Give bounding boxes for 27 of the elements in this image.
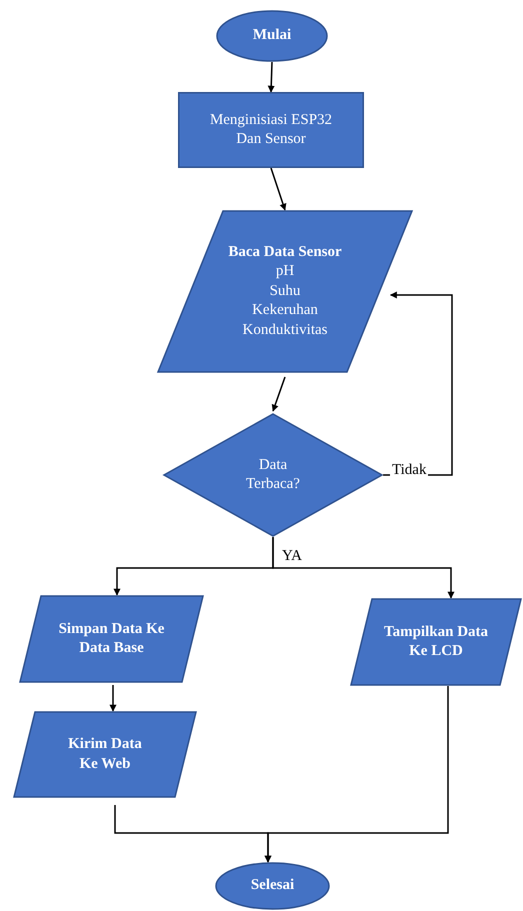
- input-output-parallelogram: [157, 210, 413, 373]
- terminal-ellipse: [216, 10, 328, 62]
- edge-label: Tidak: [390, 462, 428, 478]
- arrow: [270, 168, 286, 211]
- node-label: Kekeruhan: [252, 301, 318, 320]
- arrow: [272, 537, 454, 599]
- node-label: Konduktivitas: [242, 320, 328, 340]
- input-output-parallelogram: [13, 711, 197, 798]
- input-output-parallelogram: [19, 595, 204, 683]
- node-label: Kirim Data Ke Web: [67, 735, 143, 774]
- node-label: Data Terbaca?: [245, 456, 301, 494]
- arrow: [110, 685, 116, 712]
- process-box: [178, 92, 364, 168]
- arrow: [264, 686, 449, 863]
- node-label: Baca Data Sensor: [228, 242, 342, 262]
- node-label: Tampilkan Data Ke LCD: [382, 622, 490, 661]
- node-label: Mulai: [252, 26, 292, 46]
- arrow: [268, 62, 275, 93]
- node-label: pH: [276, 262, 294, 282]
- node-label: Selesai: [250, 876, 294, 896]
- input-output-parallelogram: [350, 598, 522, 686]
- terminal-ellipse: [215, 862, 330, 910]
- arrow: [272, 376, 286, 412]
- node-label: Simpan Data Ke Data Base: [58, 620, 166, 658]
- node-label: Suhu: [270, 282, 300, 301]
- node-label: Menginisiasi ESP32 Dan Sensor: [208, 110, 334, 149]
- decision-diamond: [163, 413, 383, 537]
